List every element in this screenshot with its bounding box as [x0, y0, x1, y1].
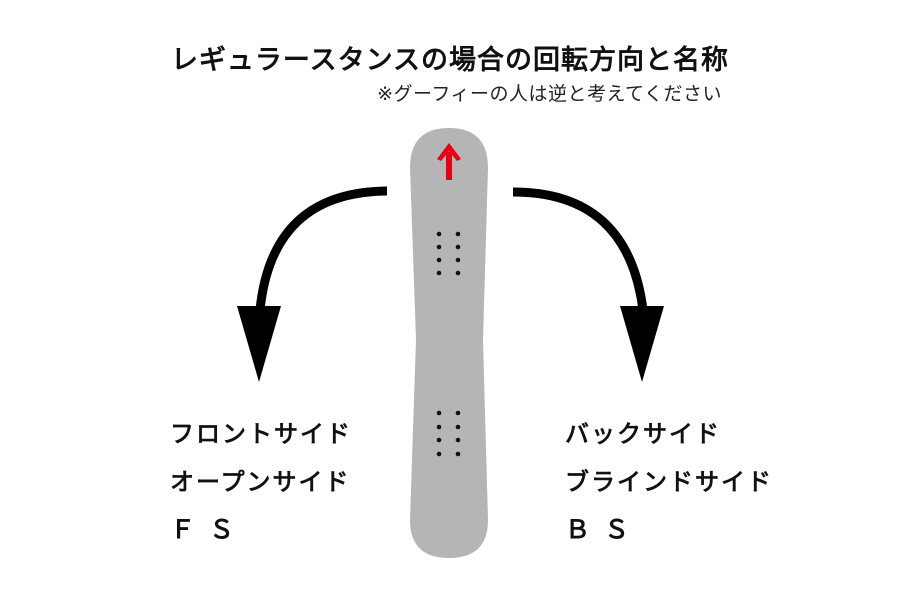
goofy-note: ※グーフィーの人は逆と考えてください	[377, 83, 722, 105]
fs-abbreviation: ＦＳ	[170, 515, 249, 544]
arrow-up-icon	[437, 143, 461, 180]
blindside-label: ブラインドサイド	[565, 468, 773, 496]
snowboard-icon	[410, 128, 488, 558]
backside-label: バックサイド	[565, 420, 721, 448]
curved-arrow-left-icon	[237, 186, 388, 382]
bs-abbreviation: ＢＳ	[565, 515, 644, 544]
binding-inserts-front	[436, 231, 461, 276]
diagram-title: レギュラースタンスの場合の回転方向と名称	[170, 45, 730, 76]
curved-arrow-right-icon	[512, 187, 664, 382]
binding-inserts-rear	[436, 410, 461, 457]
frontside-label: フロントサイド	[170, 420, 352, 448]
openside-label: オープンサイド	[170, 468, 351, 496]
